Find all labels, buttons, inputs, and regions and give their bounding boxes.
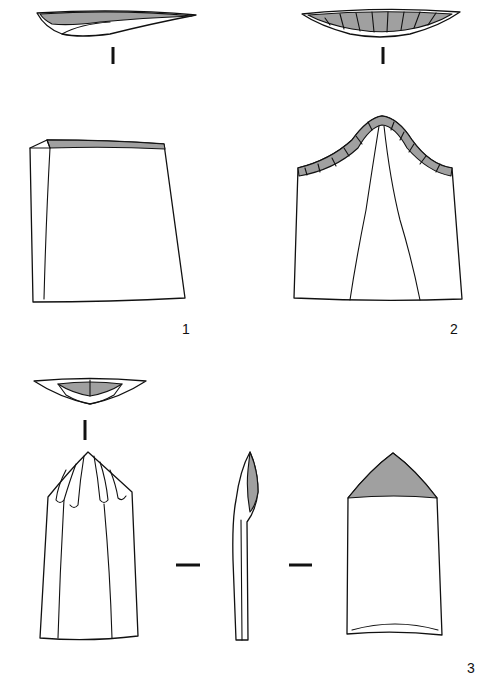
artifact-3-ventral xyxy=(347,453,442,635)
callout-number: 3 xyxy=(467,661,475,675)
artifact-2-face xyxy=(294,116,462,300)
artifact-1-section xyxy=(37,11,196,36)
artifact-3-profile xyxy=(233,452,258,640)
view-tick xyxy=(112,47,115,64)
view-dash xyxy=(176,564,200,567)
callout-number: 1 xyxy=(182,322,190,336)
view-dash xyxy=(289,564,312,567)
artifact-3-dorsal xyxy=(40,452,138,640)
artifact-2-section xyxy=(302,9,460,37)
view-tick xyxy=(84,420,87,440)
artifact-3-section xyxy=(34,379,146,405)
artifact-1-face xyxy=(30,140,185,302)
callout-number: 2 xyxy=(450,322,458,336)
view-tick xyxy=(382,47,385,64)
